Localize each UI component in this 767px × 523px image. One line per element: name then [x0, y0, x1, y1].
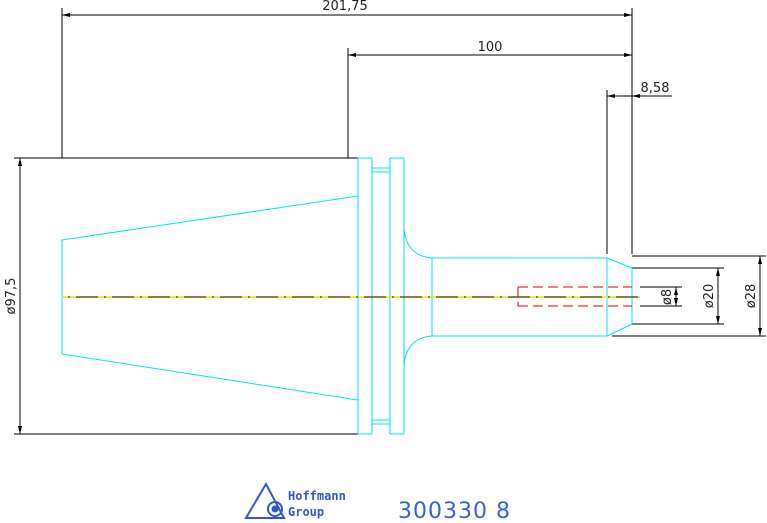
dim-overall-length: 201,75	[322, 0, 368, 14]
dim-diameter-bore: ø8	[660, 289, 675, 305]
dim-length-small: 8,58	[641, 81, 670, 96]
dimension-arrows	[18, 13, 762, 434]
dim-diameter-flange: ø97,5	[4, 278, 19, 315]
dim-diameter-nose: ø28	[744, 284, 759, 309]
logo-mark-icon	[244, 481, 286, 519]
logo-line1: Hoffmann	[288, 489, 346, 503]
part-outline	[61, 157, 633, 435]
part-number: 300330 8	[398, 499, 511, 523]
dim-length-100: 100	[478, 40, 503, 55]
logo-line2: Group	[288, 505, 324, 519]
dim-diameter-shank: ø20	[702, 284, 717, 309]
hoffmann-group-logo: Hoffmann Group	[244, 481, 346, 519]
